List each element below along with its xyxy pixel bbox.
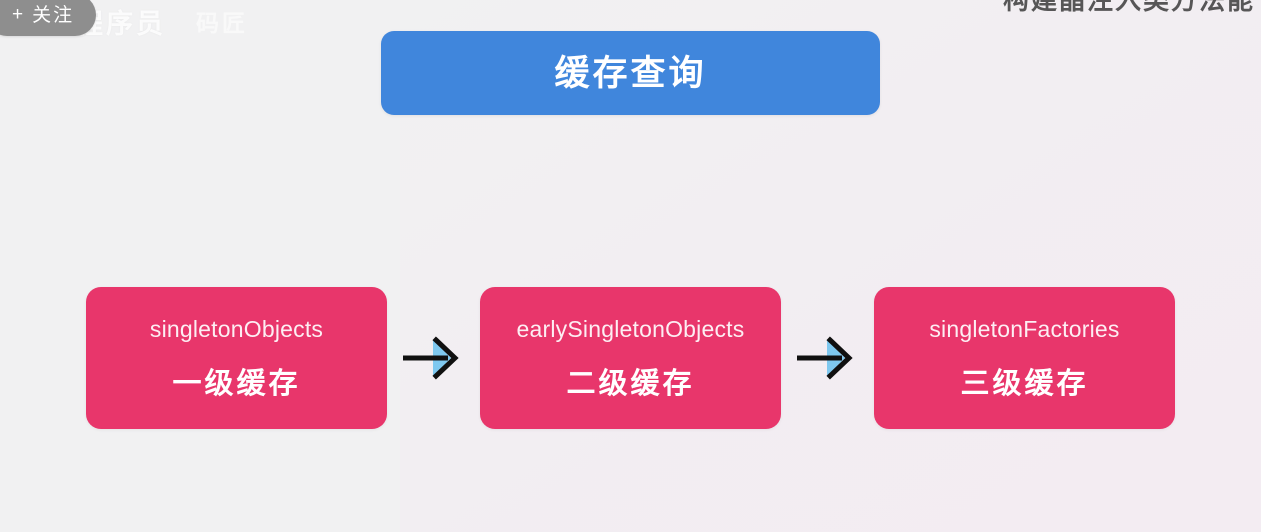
cache-box-level-label: 二级缓存 <box>566 367 695 400</box>
follow-button[interactable]: + 关注 <box>0 0 97 36</box>
cache-box-level-label: 一级缓存 <box>172 367 301 400</box>
cache-box-key-label: singletonFactories <box>929 315 1120 342</box>
cache-box-key-label: singletonObjects <box>149 315 324 342</box>
cache-box-level-2: earlySingletonObjects 二级缓存 <box>480 287 781 429</box>
plus-icon: + <box>12 3 24 25</box>
watermark-text-faint: 码匠 <box>196 10 248 36</box>
cache-box-level-1: singletonObjects 一级缓存 <box>86 287 387 429</box>
header-box-label: 缓存查询 <box>554 53 707 93</box>
follow-button-label: 关注 <box>32 4 75 26</box>
cache-box-level-label: 三级缓存 <box>960 367 1089 400</box>
cache-box-key-label: earlySingletonObjects <box>516 315 745 342</box>
cache-box-level-3: singletonFactories 三级缓存 <box>874 287 1175 429</box>
cache-flow-row: singletonObjects 一级缓存 earlySingletonObje… <box>0 287 1261 429</box>
arrow-right-icon-1 <box>403 336 459 380</box>
header-box: 缓存查询 <box>381 31 880 115</box>
cropped-heading-text: 构建晶注入类方法能 <box>1002 0 1255 15</box>
arrow-right-icon-2 <box>797 336 853 380</box>
